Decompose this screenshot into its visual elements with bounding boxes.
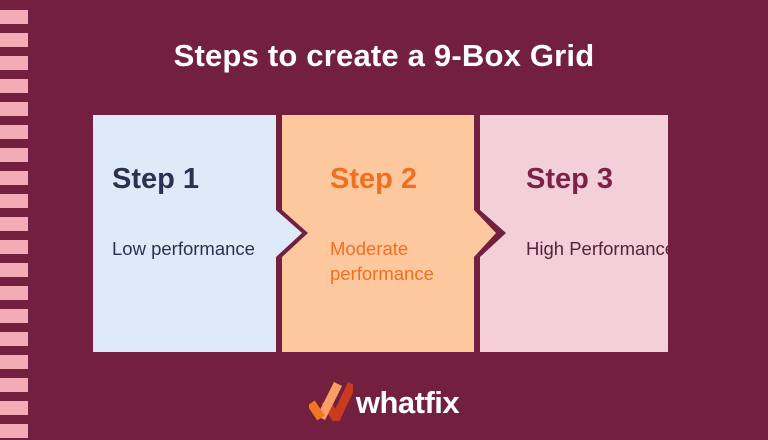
step-3-description: High Performance	[526, 238, 676, 259]
steps-row: Step 1 Low performance Step 2 Moderate p…	[93, 115, 668, 352]
step-3-box: Step 3 High Performance	[480, 115, 668, 352]
page-title: Steps to create a 9-Box Grid	[173, 38, 595, 73]
step-2-description: Moderate performance	[330, 238, 434, 284]
step-2-label: Step 2	[330, 163, 418, 195]
step-1-description: Low performance	[112, 238, 255, 259]
whatfix-logo-mark-icon	[308, 381, 353, 421]
step-3-label: Step 3	[526, 163, 614, 195]
decorative-stripes	[0, 10, 28, 438]
step-2-box: Step 2 Moderate performance	[282, 115, 496, 352]
step-1-label: Step 1	[112, 163, 200, 195]
step-1-box: Step 1 Low performance	[93, 115, 302, 352]
whatfix-logo-text: whatfix	[355, 385, 460, 420]
whatfix-logo: whatfix	[0, 381, 768, 421]
